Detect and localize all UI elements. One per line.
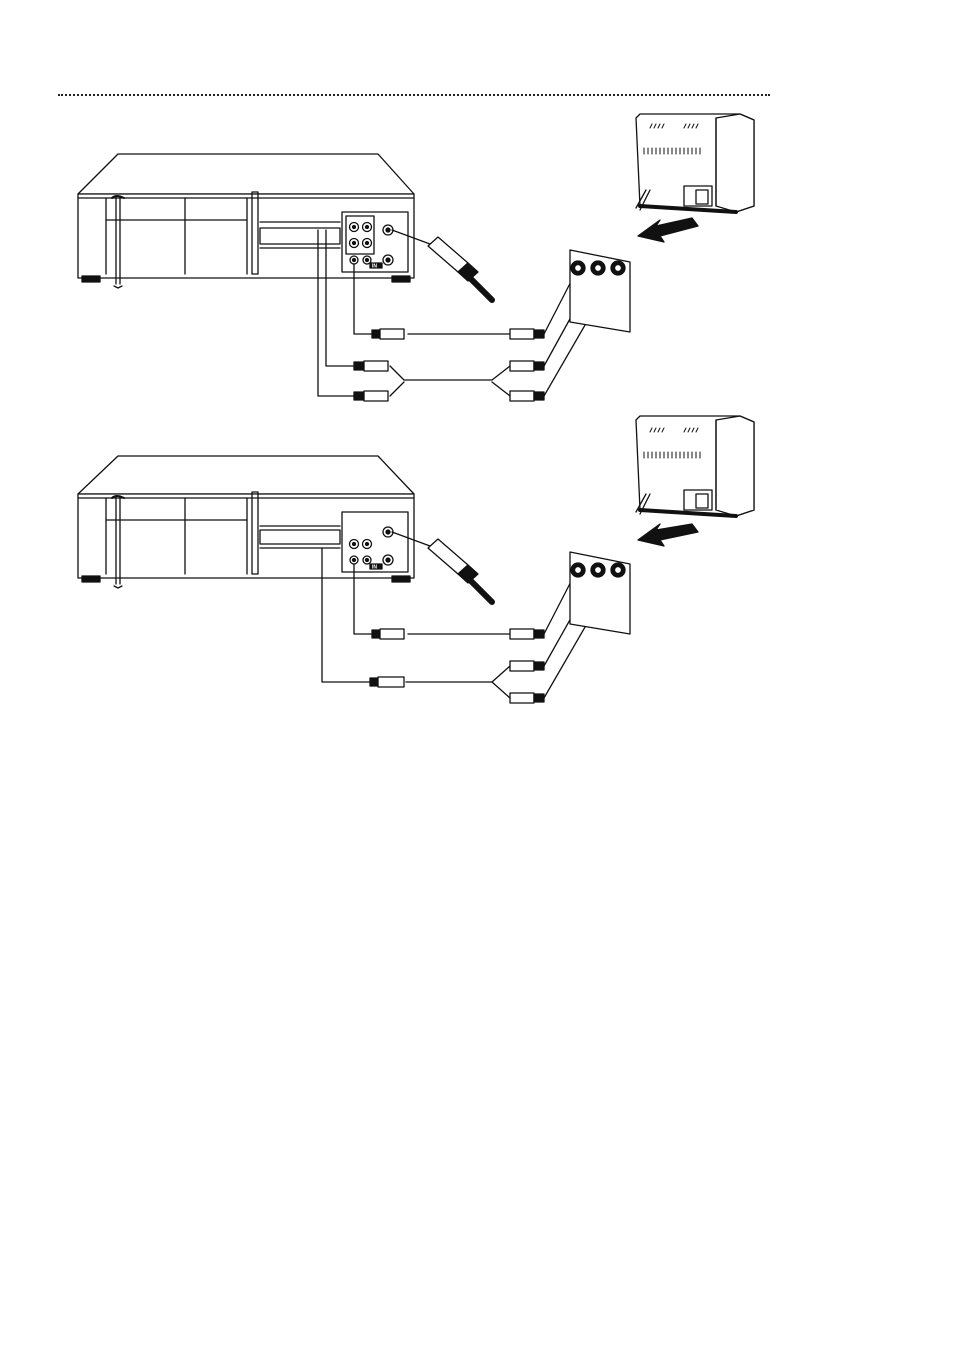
television-rear <box>636 114 754 242</box>
arrow-icon <box>638 524 698 546</box>
vcr-back-panel: IN <box>78 456 414 588</box>
jack-label: IN <box>372 264 377 270</box>
television-rear <box>636 416 754 546</box>
jack-label: IN <box>372 565 377 571</box>
diagram-stereo-hookup: IN <box>78 114 754 401</box>
vcr-back-panel: IN <box>78 154 414 288</box>
stereo-jack-plate <box>570 250 630 332</box>
stereo-jack-plate <box>570 552 630 634</box>
arrow-icon <box>638 218 698 242</box>
diagram-mono-hookup: IN <box>78 416 754 703</box>
plug-right <box>510 329 544 401</box>
